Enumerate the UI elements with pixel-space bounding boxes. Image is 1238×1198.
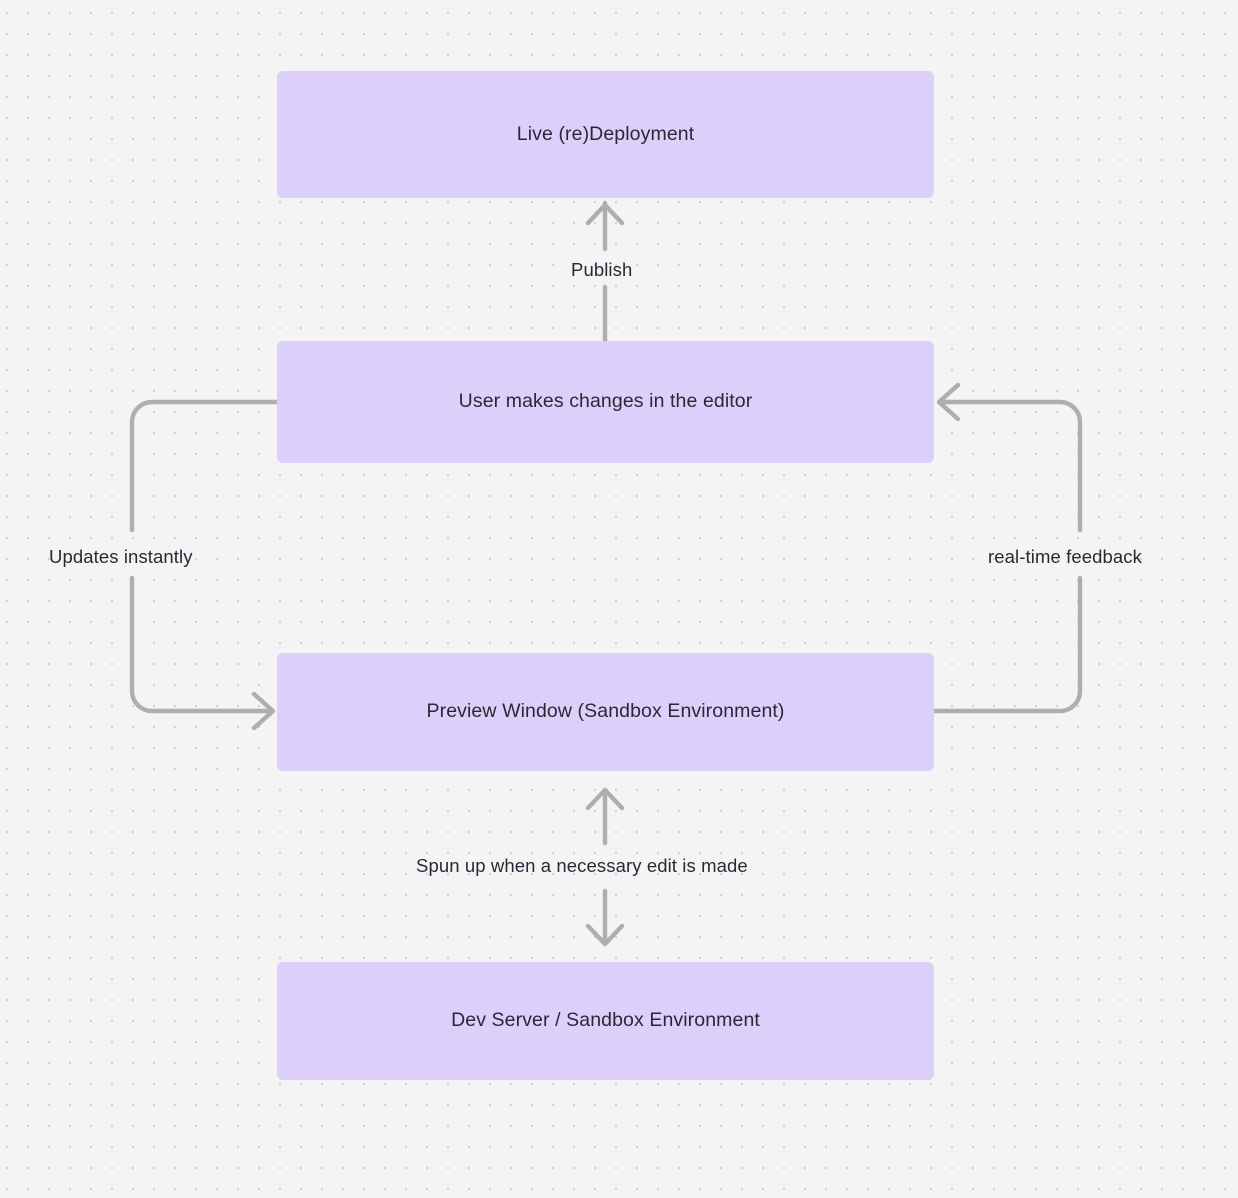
node-live-redeployment[interactable]: Live (re)Deployment [277, 71, 934, 198]
node-dev-server-label: Dev Server / Sandbox Environment [451, 1009, 760, 1032]
edge-label-real-time-feedback: real-time feedback [988, 546, 1142, 567]
edge-label-spun-up: Spun up when a necessary edit is made [416, 855, 748, 876]
node-live-redeployment-label: Live (re)Deployment [516, 122, 695, 145]
node-preview-window[interactable]: Preview Window (Sandbox Environment) [277, 653, 934, 771]
node-user-makes-changes-label: User makes changes in the editor [458, 390, 753, 413]
node-user-makes-changes[interactable]: User makes changes in the editor [277, 341, 934, 463]
node-dev-server[interactable]: Dev Server / Sandbox Environment [277, 962, 934, 1080]
node-preview-window-label: Preview Window (Sandbox Environment) [426, 700, 785, 723]
edge-label-updates-instantly: Updates instantly [49, 546, 193, 567]
edge-label-publish: Publish [571, 259, 633, 280]
